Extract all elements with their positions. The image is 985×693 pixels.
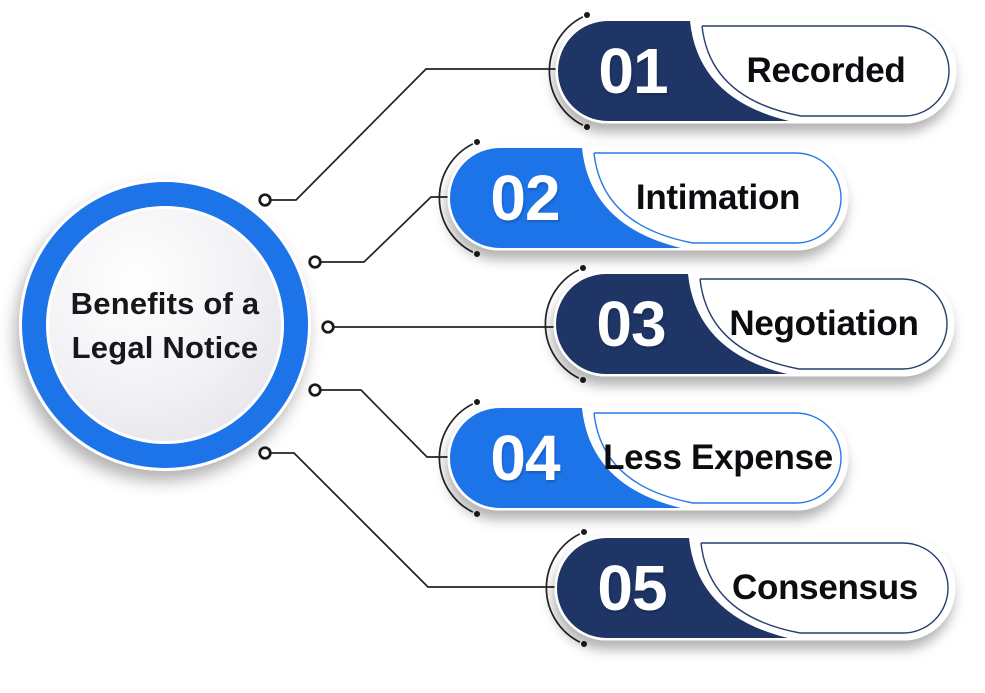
pill-arc-1 (548, 14, 588, 128)
connector-node-3 (321, 320, 335, 334)
pill-5-label: Consensus (732, 568, 918, 607)
connector-line-4 (314, 389, 454, 458)
connector-node-1 (258, 193, 272, 207)
connector-node-4 (308, 383, 322, 397)
pill-2-label: Intimation (635, 178, 801, 217)
connector-node-5 (258, 446, 272, 460)
connector-line-5 (264, 452, 561, 588)
connector-line-2 (314, 196, 454, 263)
pill-arc-4 (438, 401, 478, 515)
hub-title-line2: Legal Notice (71, 330, 259, 365)
pill-5-number: 05 (597, 552, 667, 624)
hub-title: Benefits of a Legal Notice (45, 281, 285, 371)
hub-inner-disc (49, 209, 281, 441)
arc-dot (472, 249, 482, 259)
pill-2-number: 02 (490, 162, 560, 234)
arc-dot (579, 527, 589, 537)
connector-node-2 (308, 255, 322, 269)
pill-arc-3 (544, 267, 584, 381)
pill-arc-2 (438, 141, 478, 255)
pill-4-label: Less Expense (603, 438, 833, 477)
pill-3-label: Negotiation (729, 304, 919, 343)
pill-3-number: 03 (596, 288, 666, 360)
pill-arc-5 (545, 531, 585, 645)
arc-dot (472, 397, 482, 407)
arc-dot (472, 137, 482, 147)
arc-dot (578, 263, 588, 273)
pill-1-label: Recorded (746, 51, 906, 90)
connector-line-1 (264, 68, 561, 201)
arc-dot (582, 10, 592, 20)
hub-title-line1: Benefits of a (70, 285, 260, 321)
pill-4-number: 04 (490, 422, 560, 494)
connector-lines (258, 10, 592, 649)
arc-dot (582, 122, 592, 132)
arc-dot (472, 509, 482, 519)
hub-circle (19, 179, 311, 471)
arc-dot (579, 639, 589, 649)
arc-dot (578, 375, 588, 385)
pill-1-number: 01 (598, 35, 668, 107)
